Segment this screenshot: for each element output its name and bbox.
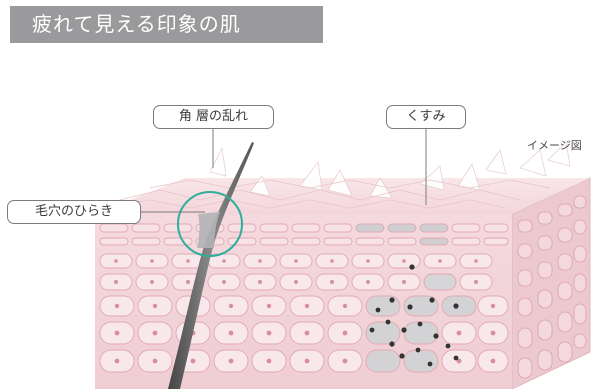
cell-nuclei (114, 259, 496, 364)
callout-leader-lines (141, 129, 427, 213)
callout-stratum-corneum: 角 層の乱れ (153, 105, 274, 129)
pore-highlight-circle (177, 191, 243, 257)
image-note: イメージ図 (527, 139, 582, 152)
side-face-cells (517, 195, 587, 379)
stratum-corneum-flakes (209, 141, 571, 199)
melanin-dots (369, 264, 459, 367)
callout-dullness: くすみ (386, 105, 466, 129)
hair-strand (168, 142, 254, 389)
page-title: 疲れて見える印象の肌 (10, 6, 323, 43)
pore-opening (197, 212, 220, 248)
surface-texture (109, 179, 551, 209)
callout-pores: 毛穴のひらき (7, 200, 141, 224)
